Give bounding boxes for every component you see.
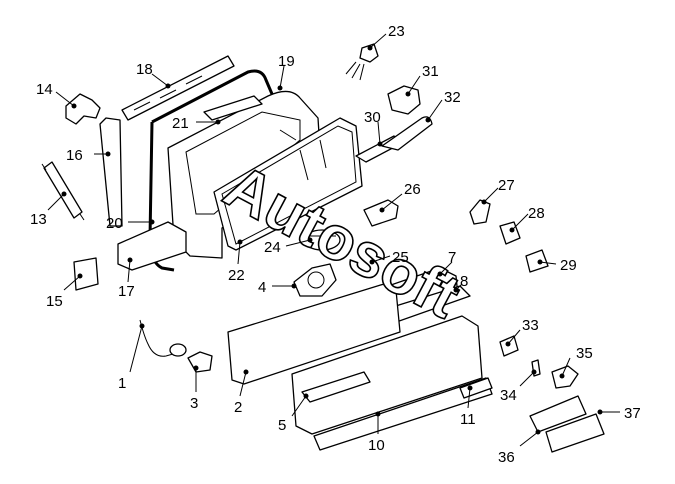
part-lock-cylinder [303, 229, 341, 251]
callout-16: 16 [66, 147, 83, 164]
part-side-strip [99, 117, 123, 227]
part-clip-3 [187, 351, 213, 373]
part-handle-5 [301, 371, 371, 403]
part-small-panel [203, 95, 263, 121]
part-latch-26 [363, 199, 399, 227]
callout-32: 32 [444, 89, 461, 106]
callout-37: 37 [624, 405, 641, 422]
callout-5: 5 [278, 417, 286, 434]
callout-29: 29 [560, 257, 577, 274]
part-lower-strip [117, 221, 187, 271]
callout-23: 23 [388, 23, 405, 40]
callout-25: 25 [392, 249, 409, 266]
callout-31: 31 [422, 63, 439, 80]
callout-35: 35 [576, 345, 593, 362]
part-wiring-harness [139, 319, 187, 357]
callout-1: 1 [118, 375, 126, 392]
callout-3: 3 [190, 395, 198, 412]
callout-10: 10 [368, 437, 385, 454]
callout-34: 34 [500, 387, 517, 404]
part-top-strip [121, 55, 235, 121]
callout-36: 36 [498, 449, 515, 466]
part-latch-27 [469, 199, 491, 225]
part-gas-strut [41, 161, 85, 221]
callout-15: 15 [46, 293, 63, 310]
callout-22: 22 [228, 267, 245, 284]
callout-4: 4 [258, 279, 266, 296]
callout-20: 20 [106, 215, 123, 232]
part-lamp-unit [551, 365, 579, 389]
callout-30: 30 [364, 109, 381, 126]
part-inner-trim-panel [227, 283, 401, 385]
part-trim-bar [459, 377, 493, 399]
part-lower-trim [291, 315, 483, 435]
part-glass [213, 117, 363, 251]
callout-19: 19 [278, 53, 295, 70]
callout-14: 14 [36, 81, 53, 98]
callout-2: 2 [234, 399, 242, 416]
part-wiper-arm [381, 116, 433, 151]
leader-lines [47, 33, 620, 447]
callout-7: 7 [448, 249, 456, 266]
part-lock-actuator [293, 263, 337, 297]
part-plate-37 [545, 413, 605, 453]
callout-33: 33 [522, 317, 539, 334]
callout-labels: 1 2 3 4 5 7 8 10 11 13 14 15 16 17 18 19… [30, 23, 641, 466]
anchor-dots [61, 45, 603, 435]
callout-11: 11 [460, 411, 476, 428]
part-washer-nozzle [345, 43, 379, 81]
callout-17: 17 [118, 283, 135, 300]
callout-13: 13 [30, 211, 47, 228]
callout-8: 8 [460, 273, 468, 290]
callout-18: 18 [136, 61, 153, 78]
part-latch-29 [525, 249, 549, 273]
part-bottom-strip [313, 377, 493, 451]
callout-27: 27 [498, 177, 515, 194]
callout-24: 24 [264, 239, 281, 256]
callout-28: 28 [528, 205, 545, 222]
callout-21: 21 [172, 115, 189, 132]
part-wiper-motor [387, 85, 421, 115]
part-bracket-block [73, 257, 99, 291]
callout-26: 26 [404, 181, 421, 198]
part-plate-36 [529, 395, 587, 433]
part-hinge [65, 93, 101, 125]
